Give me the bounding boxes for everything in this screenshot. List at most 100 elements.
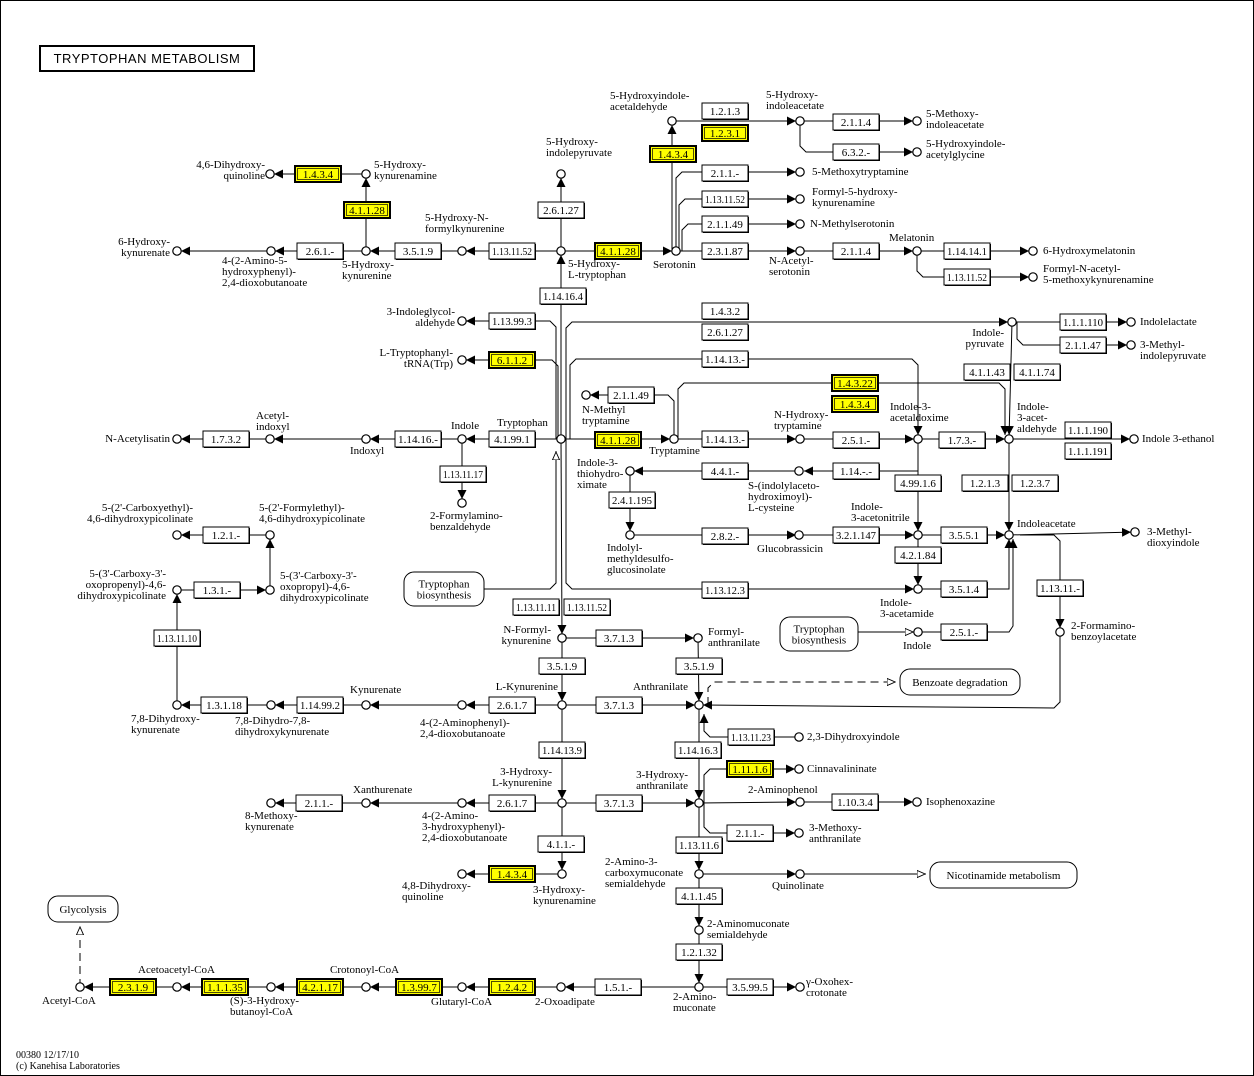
compound[interactable]: Crotonoyl-CoA xyxy=(330,964,399,992)
compound-node[interactable] xyxy=(795,982,805,992)
compound[interactable]: 5-Methoxy-indoleacetate xyxy=(912,108,984,131)
enzyme-box[interactable]: 4.1.1.28 xyxy=(594,431,642,449)
compound-node[interactable] xyxy=(557,798,567,808)
enzyme-box[interactable]: 2.1.1.49 xyxy=(701,215,749,233)
enzyme-box[interactable]: 1.14.13.- xyxy=(701,430,749,448)
compound-node[interactable] xyxy=(581,390,591,400)
compound-node[interactable] xyxy=(265,530,275,540)
enzyme-box[interactable]: 1.4.3.2 xyxy=(701,302,749,320)
compound[interactable]: L-Tryptophanyl-tRNA(Trp) xyxy=(379,347,467,370)
compound[interactable]: Kynurenate xyxy=(350,684,401,710)
compound[interactable]: 5-Hydroxy-L-tryptophan xyxy=(556,246,627,281)
compound[interactable]: Indole-pyruvate xyxy=(966,317,1017,350)
compound[interactable]: N-Hydroxy-tryptamine xyxy=(774,409,829,444)
enzyme-box[interactable]: 2.1.1.- xyxy=(295,794,343,812)
compound[interactable]: Acetyl-indoxyl xyxy=(256,410,290,444)
enzyme-box[interactable]: 4.1.1.- xyxy=(537,835,585,853)
compound[interactable]: Indole-3-acet-aldehyde xyxy=(1004,401,1057,444)
compound[interactable]: Indoxyl xyxy=(350,434,384,457)
compound[interactable]: Glutaryl-CoA xyxy=(431,982,492,1008)
compound-node[interactable] xyxy=(361,434,371,444)
enzyme-box[interactable]: 3.5.1.9 xyxy=(538,657,586,675)
enzyme-box[interactable]: 1.4.3.4 xyxy=(294,165,342,183)
compound-node[interactable] xyxy=(795,246,805,256)
compound-node[interactable] xyxy=(457,246,467,256)
enzyme-box[interactable]: 1.13.11.- xyxy=(1036,579,1084,597)
enzyme-box[interactable]: 1.13.11.52 xyxy=(701,190,749,208)
compound-node[interactable] xyxy=(694,982,704,992)
compound[interactable]: Quinolinate xyxy=(772,869,824,892)
compound-node[interactable] xyxy=(694,869,704,879)
compound-node[interactable] xyxy=(457,869,467,879)
compound[interactable]: Indolyl-methyldesulfo-glucosinolate xyxy=(607,530,674,576)
compound-node[interactable] xyxy=(361,982,371,992)
compound-node[interactable] xyxy=(912,147,922,157)
enzyme-box[interactable]: 1.13.11.52 xyxy=(943,268,991,286)
compound[interactable]: 5-(2'-Formylethyl)-4,6-dihydroxypicolina… xyxy=(259,502,365,540)
compound-node[interactable] xyxy=(172,585,182,595)
compound[interactable]: N-Methylserotonin xyxy=(795,218,895,230)
compound-node[interactable] xyxy=(625,530,635,540)
enzyme-box[interactable]: 1.13.99.3 xyxy=(488,312,536,330)
enzyme-box[interactable]: 2.1.1.- xyxy=(726,824,774,842)
compound-node[interactable] xyxy=(556,169,566,179)
enzyme-box[interactable]: 1.1.1.110 xyxy=(1059,313,1107,331)
compound[interactable]: 3-Methoxy-anthranilate xyxy=(794,822,862,845)
compound[interactable]: Tryptamine xyxy=(649,434,700,457)
enzyme-box[interactable]: 4.1.1.28 xyxy=(343,201,391,219)
compound[interactable]: 5-Hydroxy-indolepyruvate xyxy=(546,136,612,179)
compound[interactable]: 3-Methyl-dioxyindole xyxy=(1130,526,1200,549)
compound[interactable]: Indole-3-acetaldoxime xyxy=(890,401,949,444)
compound-node[interactable] xyxy=(795,116,805,126)
enzyme-box[interactable]: 1.13.11.6 xyxy=(675,836,723,854)
compound-node[interactable] xyxy=(693,633,703,643)
compound-node[interactable] xyxy=(172,434,182,444)
compound-node[interactable] xyxy=(795,167,805,177)
enzyme-box[interactable]: 3.5.1.4 xyxy=(940,580,988,598)
enzyme-box[interactable]: 2.5.1.- xyxy=(832,431,880,449)
enzyme-box[interactable]: 1.3.1.- xyxy=(193,581,241,599)
compound[interactable]: 2-Formylamino-benzaldehyde xyxy=(430,498,503,533)
compound-node[interactable] xyxy=(795,797,805,807)
compound[interactable]: 6-Hydroxy-kynurenate xyxy=(118,236,182,259)
enzyme-box[interactable]: 4.1.1.28 xyxy=(594,242,642,260)
compound-node[interactable] xyxy=(1007,317,1017,327)
compound[interactable]: γ-Oxohex-crotonate xyxy=(795,976,854,999)
compound-node[interactable] xyxy=(266,982,276,992)
compound-node[interactable] xyxy=(1004,530,1014,540)
compound[interactable]: Melatonin xyxy=(889,232,935,256)
compound[interactable]: Indole-3-acetonitrile xyxy=(851,501,923,540)
enzyme-box[interactable]: 1.14.16.3 xyxy=(674,741,722,759)
enzyme-box[interactable]: 1.13.11.11 xyxy=(512,598,560,616)
compound-node[interactable] xyxy=(457,982,467,992)
compound-node[interactable] xyxy=(794,764,804,774)
compound[interactable]: N-Acetylisatin xyxy=(105,433,182,445)
compound[interactable]: 5-Hydroxy-kynurenine xyxy=(342,246,394,282)
compound-node[interactable] xyxy=(556,246,566,256)
compound-node[interactable] xyxy=(265,585,275,595)
compound[interactable]: 5-Hydroxyindole-acetylglycine xyxy=(912,138,1006,161)
compound[interactable]: Indolelactate xyxy=(1126,316,1197,328)
compound[interactable]: Cinnavalininate xyxy=(794,763,877,775)
enzyme-box[interactable]: 4.1.1.45 xyxy=(675,887,723,905)
compound-node[interactable] xyxy=(457,798,467,808)
enzyme-box[interactable]: 3.5.99.5 xyxy=(726,978,774,996)
compound[interactable]: 3-Hydroxy-L-kynurenine xyxy=(492,766,567,808)
compound-node[interactable] xyxy=(1126,340,1136,350)
enzyme-box[interactable]: 1.11.1.6 xyxy=(726,760,774,778)
compound[interactable]: 3-Methyl-indolepyruvate xyxy=(1126,339,1206,362)
enzyme-box[interactable]: 1.5.1.- xyxy=(594,978,642,996)
compound-node[interactable] xyxy=(694,700,704,710)
compound-node[interactable] xyxy=(457,316,467,326)
enzyme-box[interactable]: 3.5.1.9 xyxy=(394,242,442,260)
compound[interactable]: 4-(2-Amino-3-hydroxyphenyl)-2,4-dioxobut… xyxy=(422,798,507,844)
compound-node[interactable] xyxy=(557,869,567,879)
compound[interactable]: 3-Hydroxy-kynurenamine xyxy=(533,869,596,907)
compound[interactable]: 5-(3'-Carboxy-3'-oxopropyl)-4,6-dihydrox… xyxy=(265,570,369,604)
enzyme-box[interactable]: 3.7.1.3 xyxy=(595,629,643,647)
compound[interactable]: 5-(3'-Carboxy-3'-oxopropenyl)-4,6-dihydr… xyxy=(77,568,182,602)
enzyme-box[interactable]: 1.4.3.4 xyxy=(649,145,697,163)
enzyme-box[interactable]: 2.3.1.87 xyxy=(701,242,749,260)
enzyme-box[interactable]: 1.2.1.3 xyxy=(961,474,1009,492)
